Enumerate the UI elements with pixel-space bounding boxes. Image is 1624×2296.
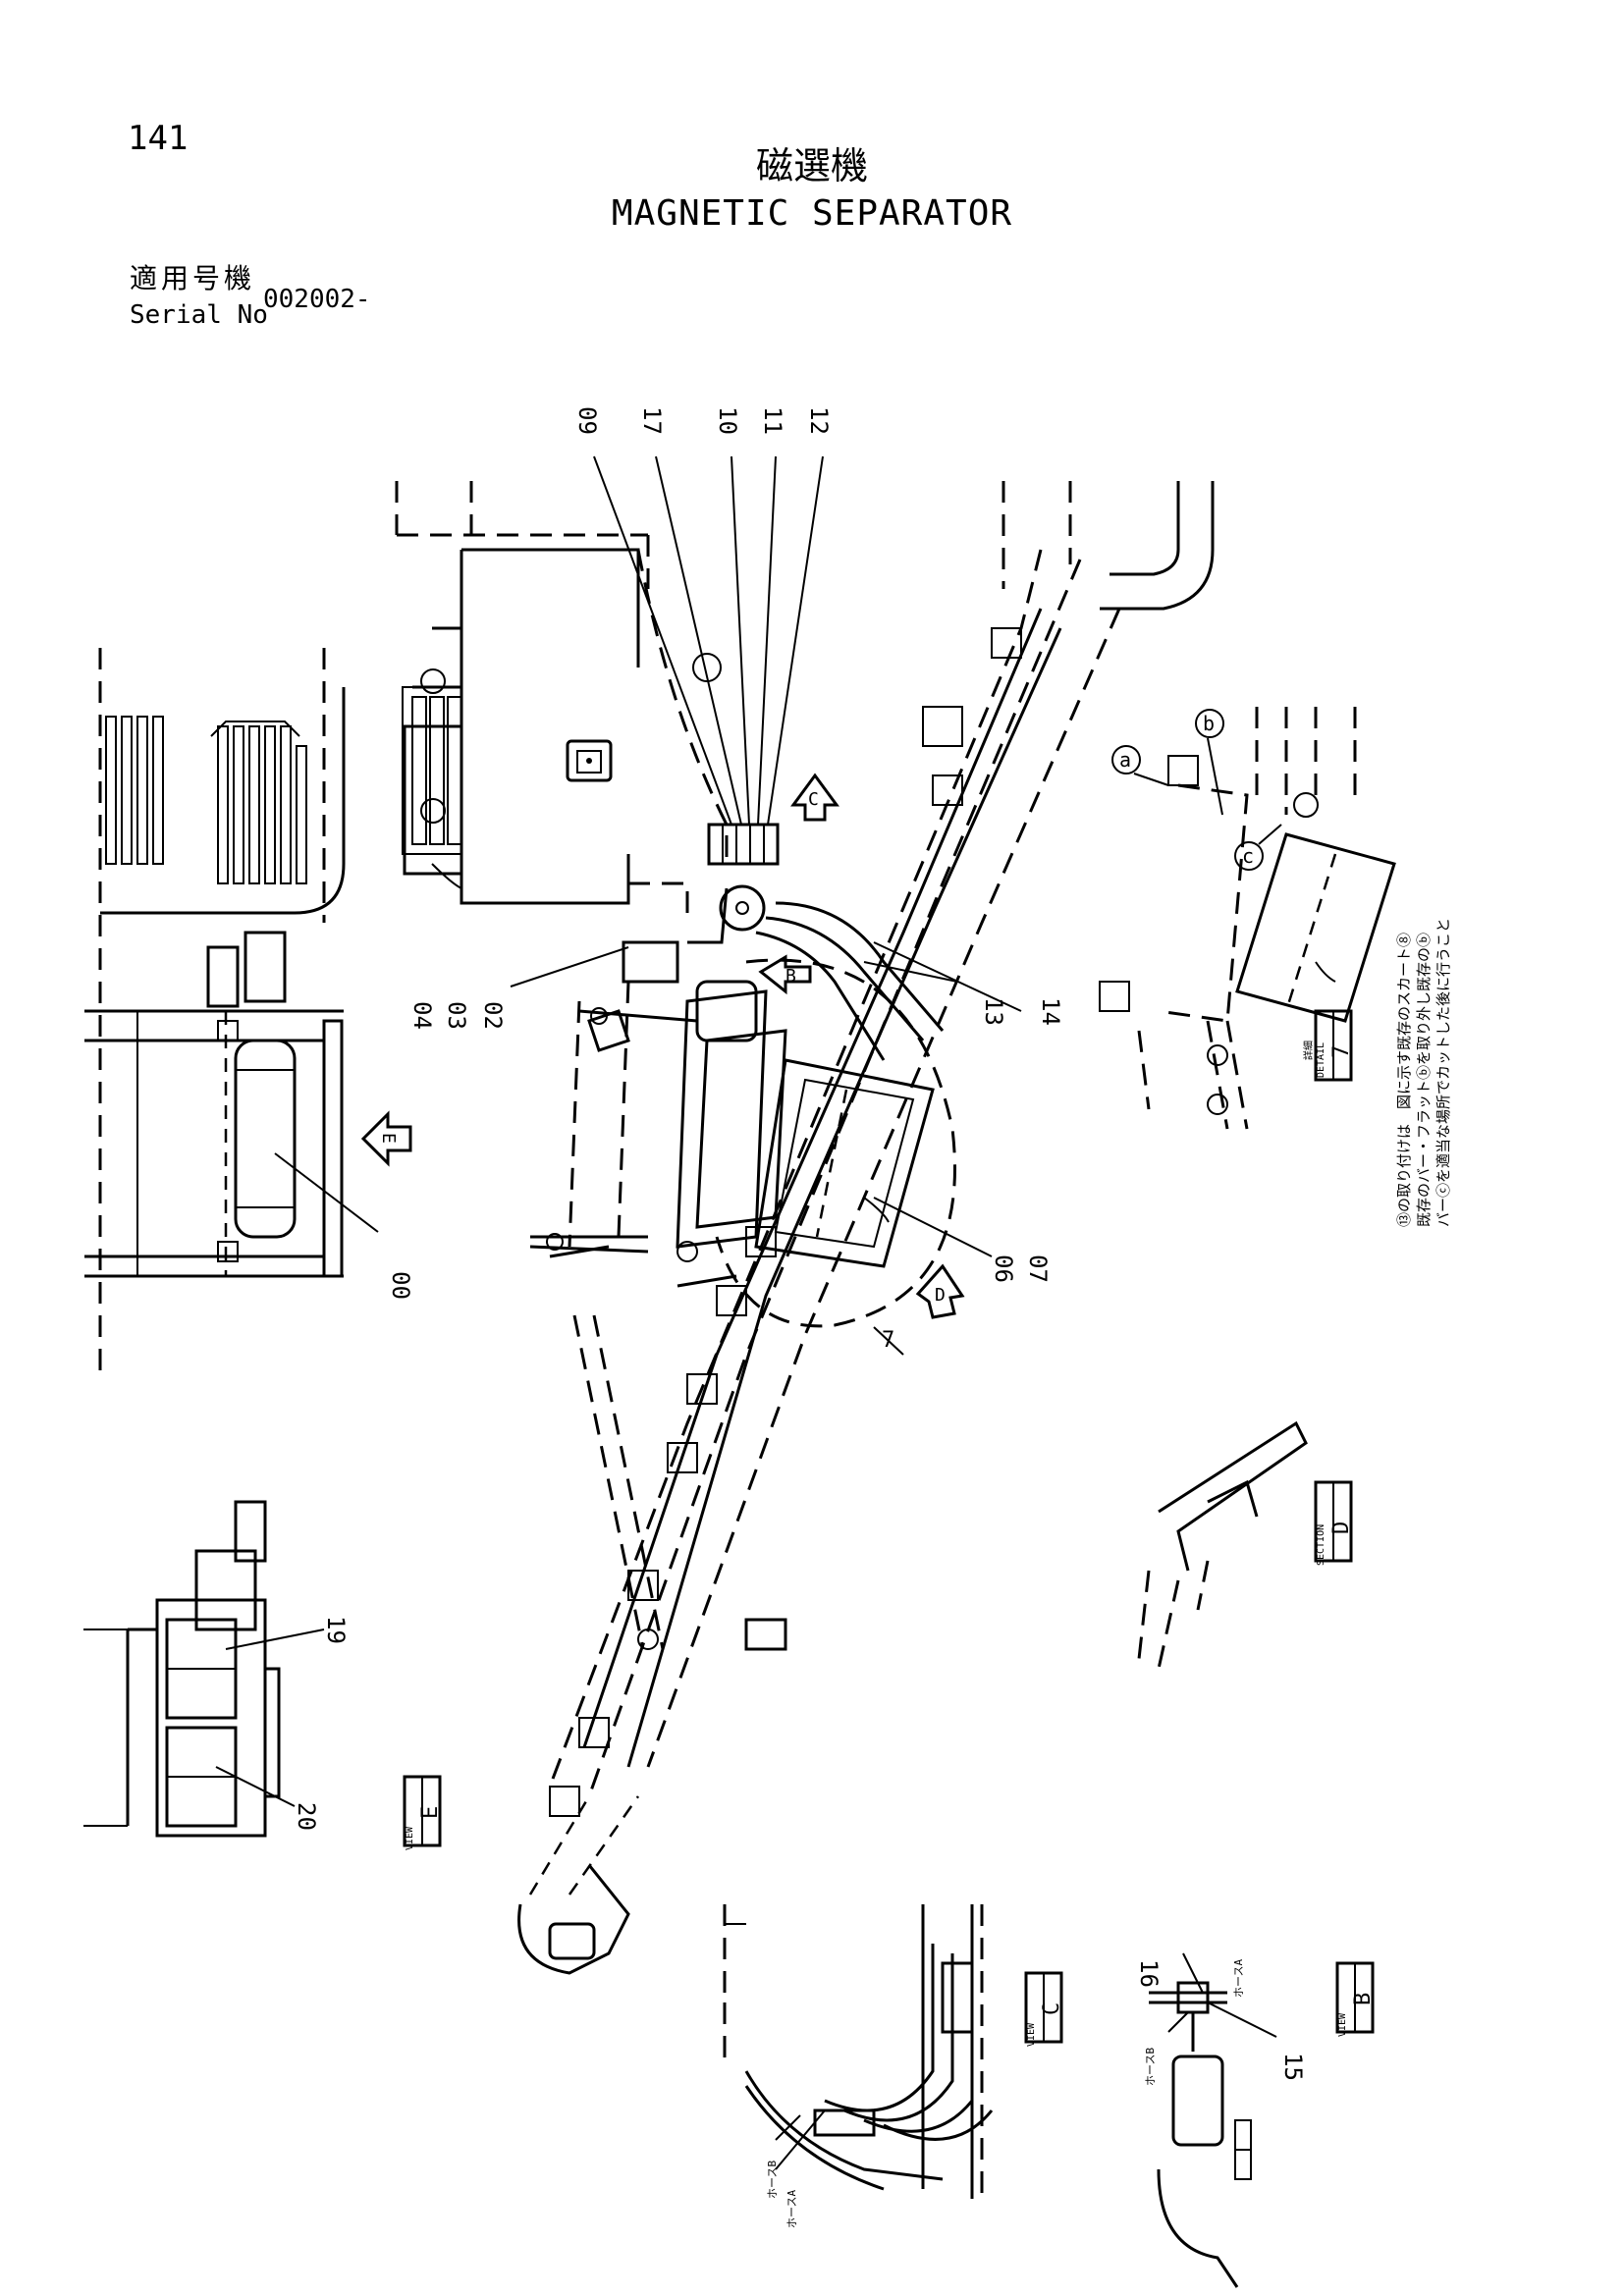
main-conveyor-boom: D [517, 481, 1215, 1975]
serial-value: 002002- [263, 285, 371, 314]
detail-7-marker: 7 [882, 1328, 894, 1353]
page-number: 141 [128, 119, 189, 158]
svg-text:C: C [808, 789, 819, 810]
callout-03: 03 [443, 1001, 470, 1030]
svg-text:VIEW: VIEW [1026, 2022, 1037, 2047]
magnetic-separator-unit: B 7 [529, 901, 956, 1356]
label-section-d: SECTION D [1314, 1480, 1354, 1566]
svg-text:7: 7 [1329, 1045, 1354, 1058]
view-c-drawing: ホースB ホースA [723, 1904, 994, 2228]
callout-02: 02 [479, 1001, 507, 1030]
svg-text:D: D [1329, 1522, 1354, 1534]
callout-04: 04 [408, 1001, 436, 1030]
label-view-e: VIEW E [403, 1775, 443, 1850]
hose-label-b-b: ホースB [1144, 2048, 1157, 2086]
svg-text:E: E [418, 1806, 443, 1819]
detail-marker-c: c [1242, 844, 1254, 868]
callout-11: 11 [759, 406, 786, 435]
grille-pattern [105, 716, 307, 884]
hose-label-c-a: ホースA [785, 2190, 798, 2228]
detail-7-drawing: a b c [1099, 707, 1396, 1130]
callout-00: 00 [387, 1271, 414, 1300]
callout-19: 19 [322, 1616, 350, 1644]
callout-15: 15 [1279, 2053, 1307, 2081]
view-b-drawing: 16 15 ホースA ホースB [1135, 1952, 1307, 2288]
svg-text:DETAIL: DETAIL [1316, 1042, 1326, 1078]
view-arrow-d: D [915, 1263, 965, 1319]
hose-label-b-a: ホースA [1232, 1959, 1245, 1998]
detail-marker-a: a [1119, 748, 1131, 772]
label-view-c: VIEW C [1024, 1971, 1064, 2047]
callout-20: 20 [293, 1802, 320, 1831]
callout-14: 14 [1037, 997, 1064, 1026]
title-japanese: 磁選機 [755, 144, 868, 187]
view-arrow-c: C [790, 773, 839, 822]
svg-text:D: D [935, 1285, 946, 1306]
view-arrow-b: B [758, 954, 812, 995]
callout-10: 10 [714, 406, 741, 435]
view-arrow-e: E [360, 1110, 412, 1167]
svg-text:C: C [1040, 2002, 1064, 2015]
serial-label-japanese: 適用号機 [130, 262, 256, 294]
callout-12: 12 [805, 406, 833, 435]
hose-label-c-b: ホースB [766, 2161, 779, 2199]
section-d-drawing [1137, 1420, 1308, 1670]
svg-text:VIEW: VIEW [1337, 2012, 1348, 2037]
note-line-3: バーⓒを適当な場所でカットした後に行うこと [1435, 918, 1452, 1227]
callout-13: 13 [980, 997, 1007, 1026]
callout-17: 17 [638, 406, 666, 435]
label-view-b: VIEW B [1335, 1961, 1376, 2037]
machine-body: C [395, 481, 839, 944]
detail-marker-b: b [1203, 712, 1215, 735]
callout-07: 07 [1024, 1255, 1052, 1283]
view-e-lower-drawing: 19 20 [83, 1500, 350, 1838]
note-line-1: ⑬の取り付けは 図に示す既存のスカート⑧ [1395, 933, 1413, 1227]
installation-note: ⑬の取り付けは 図に示す既存のスカート⑧ 既存のバー・フラットⓑを取り外し既存の… [1395, 918, 1452, 1227]
callouts-top: 09 17 10 11 12 04 03 02 13 14 06 07 [408, 406, 1064, 1283]
svg-text:B: B [1351, 1993, 1376, 2005]
valve-block [687, 823, 780, 944]
svg-text:VIEW: VIEW [405, 1826, 415, 1850]
svg-text:B: B [785, 966, 796, 987]
radiator-fins [402, 668, 462, 889]
serial-label-english: Serial No [130, 300, 268, 330]
callout-09: 09 [573, 406, 601, 435]
note-line-2: 既存のバー・フラットⓑを取り外し既存のⓑ [1415, 933, 1433, 1227]
svg-text:E: E [378, 1133, 399, 1144]
label-detail-7: DETAIL 7 詳細 [1302, 1009, 1354, 1082]
svg-text:詳細: 詳細 [1302, 1041, 1315, 1060]
callout-16: 16 [1135, 1959, 1163, 1988]
view-e-drawing: 00 E [84, 648, 414, 1374]
svg-text:SECTION: SECTION [1316, 1524, 1326, 1566]
callout-06: 06 [990, 1255, 1017, 1283]
title-english: MAGNETIC SEPARATOR [611, 193, 1013, 234]
